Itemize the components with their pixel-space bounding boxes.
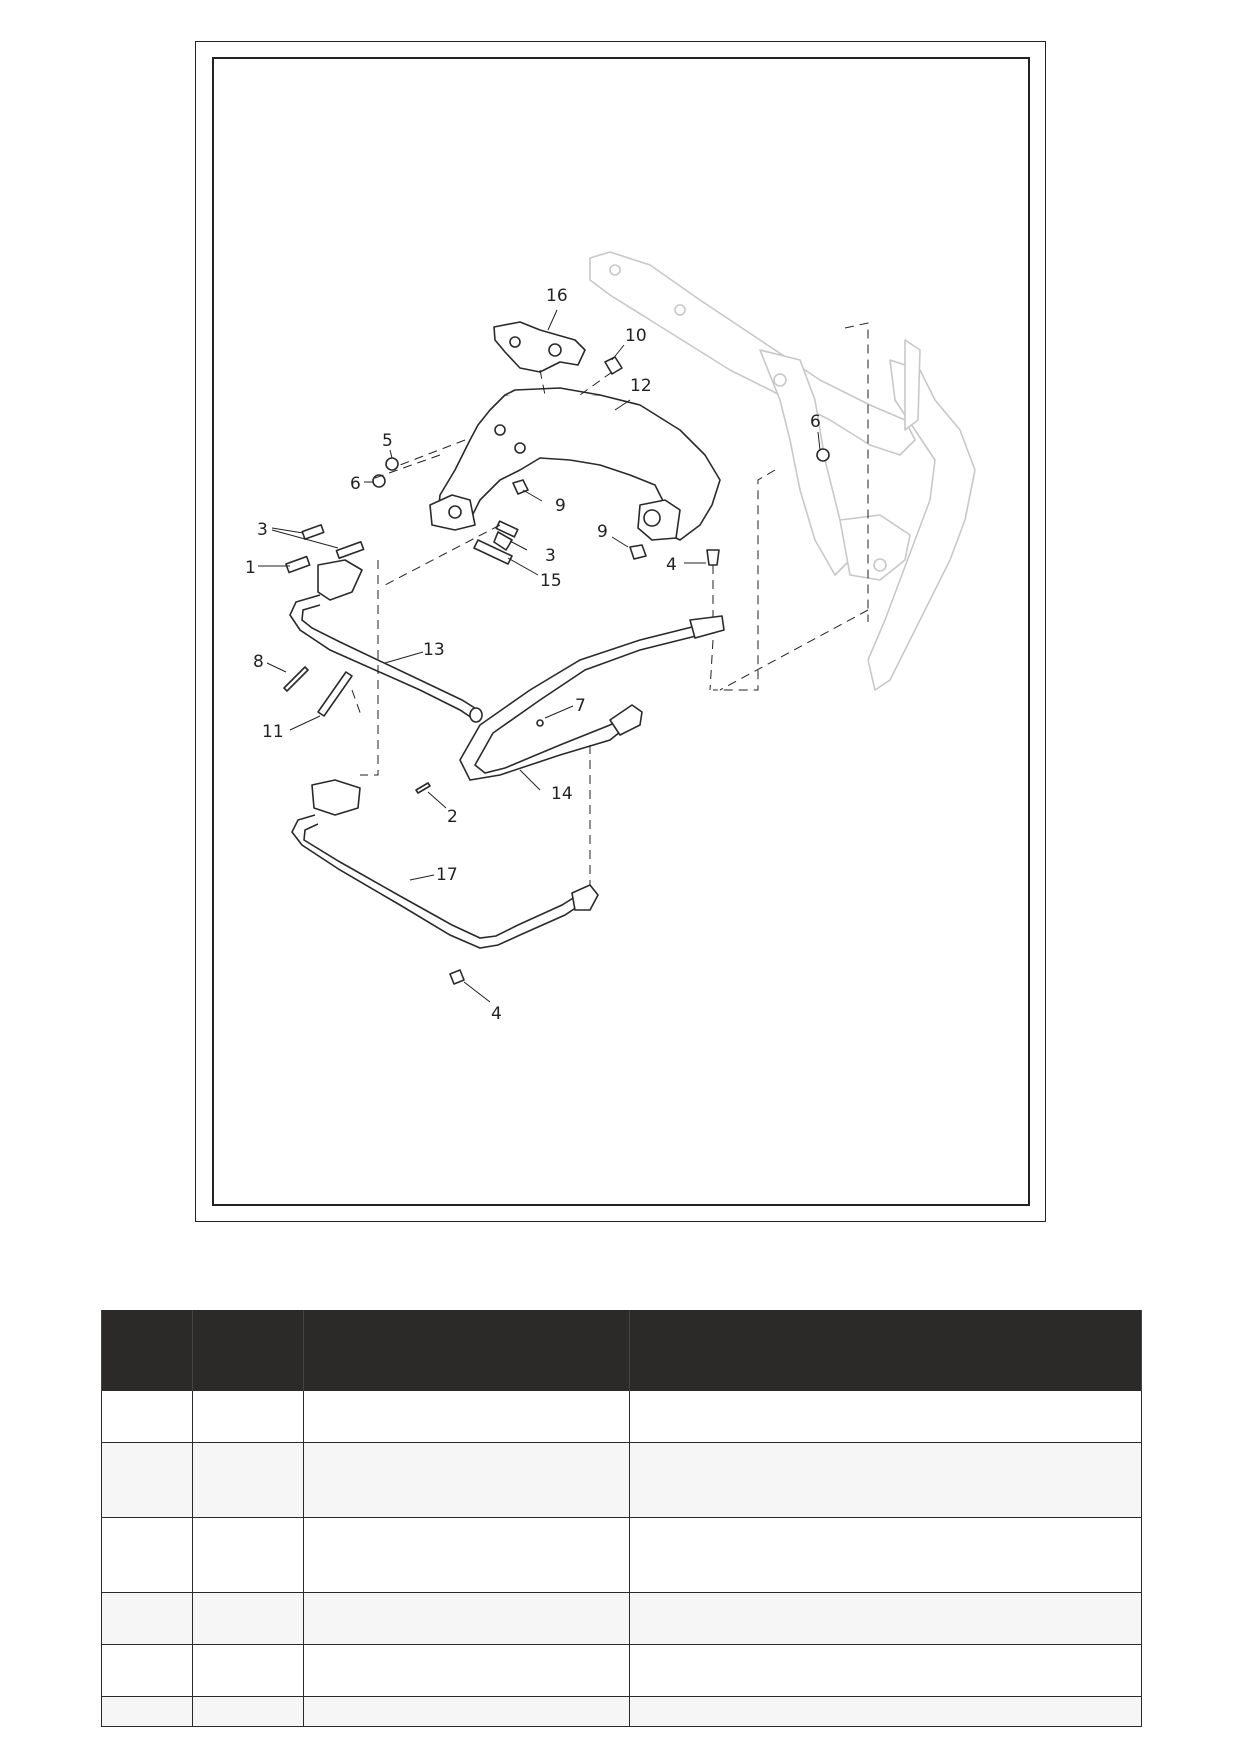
table-cell bbox=[101, 1390, 193, 1443]
part-9-nut-lower bbox=[629, 544, 647, 560]
table-cell bbox=[629, 1442, 1142, 1518]
table-header-row bbox=[101, 1310, 1142, 1391]
callout-10: 10 bbox=[625, 326, 647, 346]
table-cell bbox=[192, 1517, 304, 1593]
table-row bbox=[101, 1390, 1142, 1443]
part-10-clip-nut bbox=[604, 356, 623, 375]
part-16-top-bracket bbox=[493, 321, 586, 373]
table-cell bbox=[192, 1696, 304, 1727]
table-row bbox=[101, 1644, 1142, 1697]
table-cell bbox=[101, 1442, 193, 1518]
part-13-upper-tube bbox=[289, 559, 483, 723]
table-row bbox=[101, 1517, 1142, 1593]
callout-7: 7 bbox=[575, 696, 586, 716]
callout-3-left: 3 bbox=[257, 520, 268, 540]
callout-16: 16 bbox=[546, 286, 568, 306]
part-3-bolt-right bbox=[495, 520, 519, 538]
motorcycle-frame-outline bbox=[589, 251, 976, 691]
callout-17: 17 bbox=[436, 865, 458, 885]
header-description bbox=[629, 1310, 1142, 1391]
table-cell bbox=[101, 1644, 193, 1697]
callout-15: 15 bbox=[540, 571, 562, 591]
table-cell bbox=[192, 1592, 304, 1645]
table-cell bbox=[303, 1696, 630, 1727]
callout-4-upper: 4 bbox=[666, 555, 677, 575]
header-qty bbox=[192, 1310, 304, 1391]
callout-3-right: 3 bbox=[545, 546, 556, 566]
part-8-pin bbox=[283, 666, 309, 692]
table-cell bbox=[101, 1696, 193, 1727]
table-cell bbox=[101, 1592, 193, 1645]
parts-list-table bbox=[101, 1310, 1142, 1727]
part-17-lower-tube bbox=[291, 779, 599, 949]
header-part-number bbox=[303, 1310, 630, 1391]
table-cell bbox=[192, 1442, 304, 1518]
callout-4-lower: 4 bbox=[491, 1004, 502, 1024]
table-cell bbox=[303, 1390, 630, 1443]
table-cell bbox=[192, 1390, 304, 1443]
callout-12: 12 bbox=[630, 376, 652, 396]
table-row bbox=[101, 1442, 1142, 1518]
callout-5: 5 bbox=[382, 431, 393, 451]
part-11-spring bbox=[317, 671, 363, 719]
part-5-nut bbox=[385, 457, 399, 471]
callout-9-lower: 9 bbox=[597, 522, 608, 542]
header-item bbox=[101, 1310, 193, 1391]
table-cell bbox=[303, 1644, 630, 1697]
part-12-main-rail bbox=[429, 387, 721, 541]
part-15-long-bolt bbox=[473, 531, 513, 565]
callout-14: 14 bbox=[551, 784, 573, 804]
table-row bbox=[101, 1592, 1142, 1645]
part-2-small-pin bbox=[415, 782, 431, 794]
callout-1: 1 bbox=[245, 558, 256, 578]
callout-8: 8 bbox=[253, 652, 264, 672]
callout-2: 2 bbox=[447, 807, 458, 827]
part-4-screw-lower bbox=[449, 969, 465, 985]
callout-6-left: 6 bbox=[350, 474, 361, 494]
callout-11: 11 bbox=[262, 722, 284, 742]
callout-13: 13 bbox=[423, 640, 445, 660]
diagram-frame-outer bbox=[195, 41, 1046, 1222]
part-3-bolt-lower bbox=[335, 540, 365, 560]
callout-6-right: 6 bbox=[810, 412, 821, 432]
table-cell bbox=[303, 1442, 630, 1518]
part-3-bolt-upper bbox=[301, 524, 325, 540]
callout-9-upper: 9 bbox=[555, 496, 566, 516]
part-4-screw-upper bbox=[706, 549, 720, 566]
part-6-washer-right bbox=[816, 448, 830, 462]
diagram-frame-inner bbox=[212, 57, 1030, 1206]
table-cell bbox=[629, 1696, 1142, 1727]
table-cell bbox=[629, 1517, 1142, 1593]
table-cell bbox=[303, 1517, 630, 1593]
table-cell bbox=[629, 1390, 1142, 1443]
table-cell bbox=[192, 1644, 304, 1697]
table-cell bbox=[303, 1592, 630, 1645]
part-14-side-tube bbox=[459, 615, 725, 781]
table-row bbox=[101, 1696, 1142, 1727]
table-cell bbox=[629, 1592, 1142, 1645]
table-cell bbox=[101, 1517, 193, 1593]
table-cell bbox=[629, 1644, 1142, 1697]
part-1-bolt bbox=[285, 555, 311, 574]
